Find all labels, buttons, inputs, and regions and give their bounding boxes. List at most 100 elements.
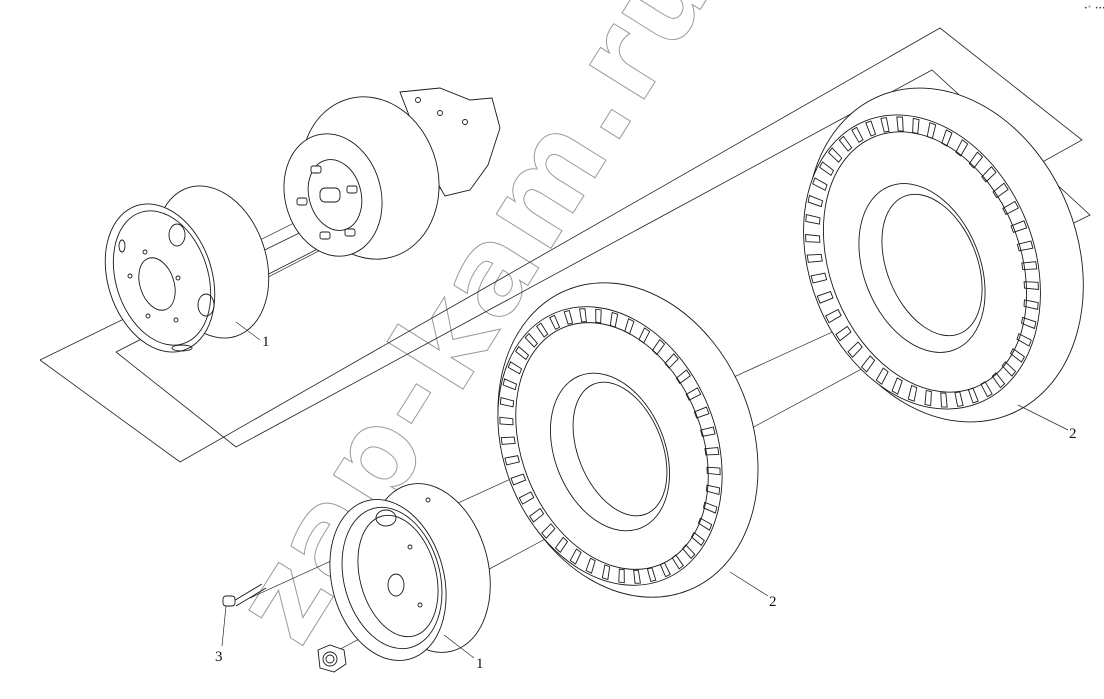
tread-lug [880,117,890,133]
wheel-nut [317,644,347,673]
tread-lug [1010,220,1028,233]
rim-upper-vent-hole [168,223,186,247]
tread-lug [579,308,587,323]
tread-lug [1023,299,1039,310]
tread-lug [702,501,718,514]
tread-lug [991,372,1006,389]
tread-lug [816,291,834,304]
inner-frame [115,69,1091,448]
rim-upper-bolt-hole [127,273,133,279]
bracket-bolt-hole [437,110,443,116]
tread-lug [499,396,515,408]
tread-lug [510,473,527,486]
tread-lug [651,338,666,356]
callout-2-tire-upper: 2 [1069,426,1077,442]
tread-lug [671,554,684,570]
tread-lug [896,116,904,132]
tread-lug [595,308,602,324]
tire-upper-bead [858,183,986,353]
tread-lug [1021,316,1037,330]
callout-2-tire-lower: 2 [769,594,777,610]
callout-1-rim-lower: 1 [476,656,484,672]
tread-lug [633,569,641,584]
tread-lug [981,166,997,183]
tread-lug [563,309,574,325]
rim-upper-face [104,203,216,353]
rim-upper-bolt-hole [175,275,181,281]
tread-lug [825,308,842,324]
tread-lug [659,562,671,578]
leader-lines [221,321,1069,659]
tread-lug [609,311,619,328]
tread-lug [912,117,920,135]
tread-lug [940,392,948,408]
wheel-stud [310,165,322,174]
rim-upper-inner-ring [112,210,212,346]
tread-lug [819,161,835,177]
rim-upper-vent-hole [197,293,215,317]
tread-lug [1009,347,1025,363]
rim-lower-bolt-hole [425,497,431,503]
tread-lug [941,129,953,147]
tread-lug [697,517,713,531]
rim-upper-vent-hole [171,344,193,352]
bracket-bolt-hole [415,97,421,103]
tread-lug [1023,281,1039,290]
tread-lug [860,355,876,373]
bracket-bolt-hole [462,119,468,125]
tire-lower-tread-lugs [499,308,721,584]
tread-lug [541,523,556,539]
tread-lug [554,536,569,554]
rim-upper-bolt-hole [142,249,148,255]
tread-lug [875,367,889,385]
tire-upper-tread-lugs [805,116,1039,408]
leader-rim-lower [443,634,475,659]
tire-upper-sidewall-ring [822,131,1028,393]
rim-lower-bolt-hole [407,544,413,550]
tread-lug [807,194,823,208]
rim-lower-bolt-hole [417,602,423,608]
nut-bore [322,651,338,667]
callout-1-rim-upper: 1 [262,334,270,350]
leader-rim-upper [235,321,261,341]
tread-lug [955,139,969,157]
wheel-stud [346,185,358,194]
tread-lug [515,345,530,361]
rim-upper-bolt-hole [145,313,151,319]
tread-lug [529,507,545,523]
rim-upper-vent-hole [118,239,126,253]
leader-valve [221,605,227,647]
tread-lug [585,557,596,574]
tread-lug [806,253,823,263]
tread-lug [504,455,520,466]
tread-lug [926,122,937,140]
tread-lug [968,151,984,169]
tread-lug [624,318,635,335]
tread-lug [704,447,720,456]
tire-upper-inner [881,193,983,337]
tread-lug [847,341,863,358]
tread-lug [805,234,821,243]
tread-lug [569,548,582,565]
tread-lug [705,484,721,496]
tread-lug [805,214,821,225]
tread-lug [549,314,561,330]
tread-lug [891,377,903,395]
rim-upper-center-bore [138,257,176,311]
tread-lug [499,416,514,426]
tread-lug [518,491,535,505]
valve-stem [235,587,267,607]
tread-lug [865,120,877,137]
rim-lower-ring [357,514,439,638]
tread-lug [664,353,679,369]
tread-lug [851,126,864,143]
nut-hex [317,644,347,673]
tread-lug [907,384,918,402]
tread-lug [1002,200,1019,216]
wheel-stud [296,197,308,206]
rim-lower-vent-hole [375,509,397,527]
tread-lug [618,568,625,584]
tread-lug [507,361,523,375]
tread-lug [685,387,702,401]
valve-stem [231,583,263,603]
